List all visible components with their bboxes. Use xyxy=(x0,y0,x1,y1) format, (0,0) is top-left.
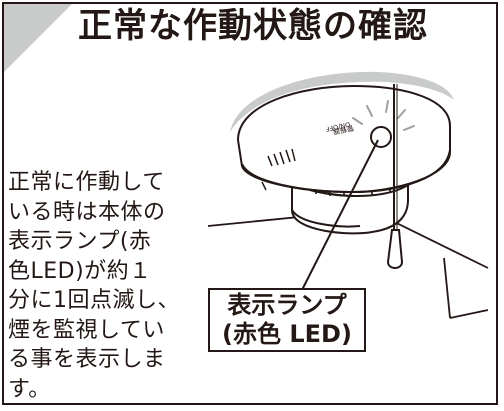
led-window xyxy=(370,126,392,148)
device-label-bottom: 警報器 xyxy=(332,123,354,136)
callout-leader xyxy=(301,139,379,291)
smoke-detector-illustration xyxy=(236,84,451,235)
pull-cord xyxy=(386,84,404,269)
led-blink-rays-icon xyxy=(352,100,415,131)
detector-halo xyxy=(230,71,454,132)
corner-triangle-icon xyxy=(4,4,72,72)
led-callout: 表示ランプ (赤色 LED) xyxy=(208,288,366,352)
callout-line-1: 表示ランプ xyxy=(227,291,347,319)
page-title: 正常な作動状態の確認 xyxy=(78,6,428,46)
description-text: 正常に作動して いる時は本体の 表示ランプ(赤 色LED)が約１ 分に1回点滅し… xyxy=(8,170,180,402)
callout-line-2: (赤色 LED) xyxy=(222,320,352,348)
